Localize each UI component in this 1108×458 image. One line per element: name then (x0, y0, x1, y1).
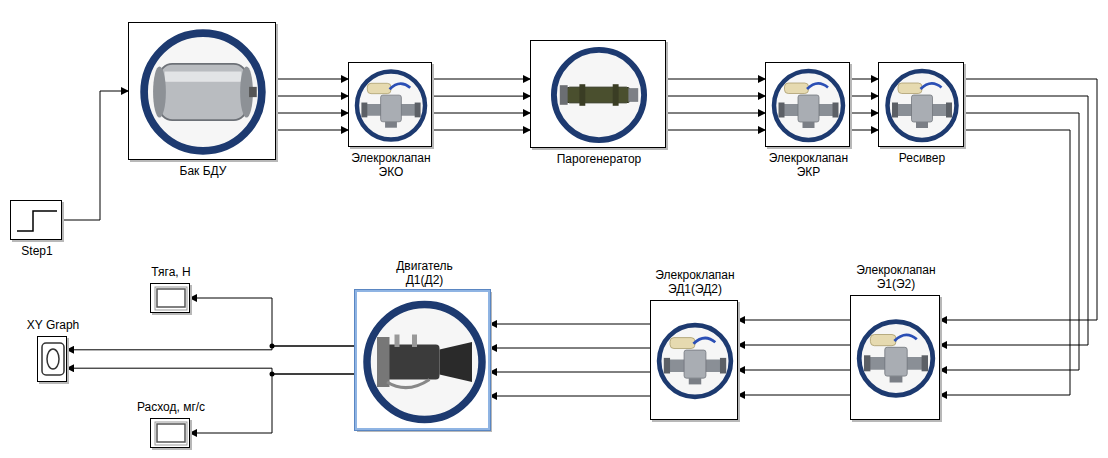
signal-line (67, 368, 355, 374)
block-label: Парогенератор (531, 152, 667, 166)
block-icon (851, 296, 941, 421)
simulink-block: Элекроклапан ЭКР (765, 62, 850, 147)
signal-line (276, 130, 348, 131)
signal-line (432, 113, 530, 114)
block-label: Элекроклапан Э1(Э2) (841, 263, 951, 291)
simulink-block: Бак БДУ (128, 22, 276, 160)
block-icon (349, 63, 433, 148)
simulink-block: Тяга, Н (150, 283, 190, 313)
simulink-block: Парогенератор (530, 40, 666, 148)
block-icon (151, 284, 191, 314)
signal-line (490, 324, 650, 325)
signal-line (666, 96, 765, 97)
block-label: Ресивер (872, 151, 972, 165)
block-label: Двигатель Д1(Д2) (380, 259, 470, 287)
signal-line (67, 346, 355, 350)
block-icon (357, 292, 492, 432)
simulink-block: Элекроклапан Э1(Э2) (850, 295, 940, 420)
signal-line (738, 345, 850, 346)
signal-line (666, 79, 765, 80)
signal-line (490, 372, 650, 373)
signal-line (276, 96, 348, 97)
block-label: Бак БДУ (129, 164, 277, 178)
block-label: Элекроклапан ЭД1(ЭД2) (640, 268, 750, 296)
signal-line (738, 370, 850, 371)
block-label: XY Graph (18, 318, 88, 332)
signal-line (666, 113, 765, 114)
block-icon (11, 201, 63, 241)
simulink-block: Элекроклапан ЭД1(ЭД2) (650, 300, 738, 420)
block-label: Step1 (7, 244, 67, 258)
block-label: Элекроклапан ЭКР (759, 151, 859, 179)
block-label: Расход, мг/с (121, 400, 221, 414)
signal-line (850, 130, 878, 131)
signal-line (738, 320, 850, 321)
junction-dot (270, 344, 275, 349)
signal-line (850, 96, 878, 97)
block-icon (151, 419, 191, 449)
simulink-block: Ресивер (878, 62, 964, 147)
block-label: Тяга, Н (131, 265, 211, 279)
signal-line (666, 130, 765, 131)
block-icon (531, 41, 667, 149)
simulink-block: Элекроклапан ЭКО (348, 62, 432, 147)
signal-line (738, 395, 850, 396)
signal-line (490, 396, 650, 397)
signal-line (190, 374, 355, 433)
signal-line (276, 79, 348, 80)
signal-line (432, 79, 530, 80)
signal-line (490, 348, 650, 349)
signal-line (940, 113, 1079, 370)
simulink-block: Расход, мг/с (150, 418, 190, 448)
signal-line (190, 298, 355, 346)
signal-line (432, 130, 530, 131)
block-icon (651, 301, 739, 421)
simulink-block: XY Graph (37, 336, 67, 382)
signal-line (276, 113, 348, 114)
block-icon (129, 23, 277, 161)
block-icon (879, 63, 965, 148)
simulink-block: Step1 (10, 200, 62, 240)
simulink-block: Двигатель Д1(Д2) (355, 290, 490, 430)
signal-line (940, 130, 1070, 395)
signal-line (62, 91, 128, 220)
signal-line (850, 113, 878, 114)
block-icon (766, 63, 851, 148)
junction-dot (270, 372, 275, 377)
signal-line (432, 96, 530, 97)
block-label: Элекроклапан ЭКО (341, 151, 441, 179)
block-icon (38, 337, 68, 383)
signal-line (850, 79, 878, 80)
